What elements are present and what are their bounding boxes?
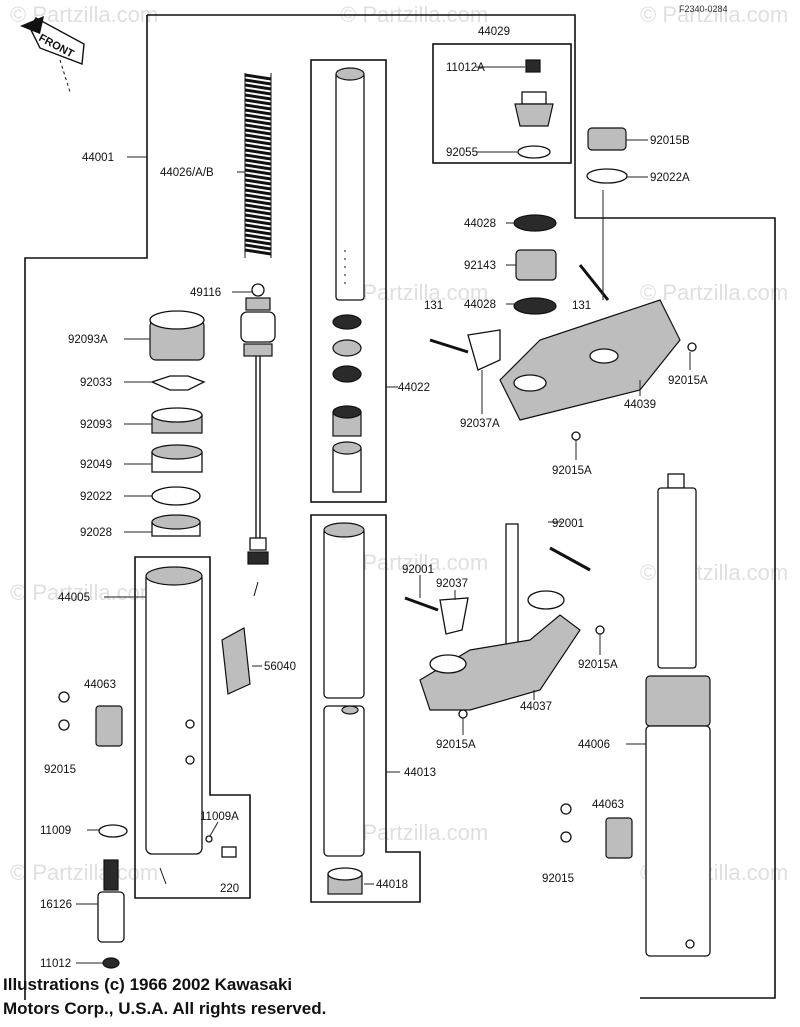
callout-92001-left: 92001 [402, 564, 434, 576]
callout-11012A: 11012A [446, 62, 485, 74]
caution-label [221, 627, 251, 695]
cap-bolt [514, 59, 554, 159]
callout-44026: 44026/A/B [160, 167, 214, 179]
callout-92015B: 92015B [650, 135, 690, 147]
callout-92037A: 92037A [460, 418, 500, 430]
leader-lines [76, 66, 691, 964]
callout-44022: 44022 [398, 382, 430, 394]
outer-tube [323, 522, 365, 895]
callout-44039: 44039 [624, 399, 656, 411]
callout-131-right: 131 [572, 300, 591, 312]
fork-assembly-border-left [24, 15, 148, 1000]
callout-44037: 44037 [520, 701, 552, 713]
right-fork-tube [560, 473, 711, 957]
watermark: © Partzilla.com [640, 2, 788, 27]
lower-bracket [404, 523, 605, 719]
callout-92015-left: 92015 [44, 764, 76, 776]
bottom-case [145, 566, 203, 885]
callout-44029: 44029 [478, 26, 510, 38]
callout-44006: 44006 [578, 739, 610, 751]
callout-44013: 44013 [404, 767, 436, 779]
callout-92093: 92093 [80, 419, 112, 431]
callout-92022: 92022 [80, 491, 112, 503]
fork-assembly-border [147, 14, 776, 999]
drain-bolt-parts [58, 691, 237, 969]
callout-92037: 92037 [436, 578, 468, 590]
callout-92033: 92033 [80, 377, 112, 389]
watermark: © Partzilla.com [640, 280, 788, 305]
callout-92022A: 92022A [650, 172, 690, 184]
watermark: © Partzilla.com [10, 860, 158, 885]
callout-16126: 16126 [40, 899, 72, 911]
callout-92143: 92143 [464, 260, 496, 272]
callout-11009A: 11009A [200, 811, 239, 823]
damper-rod [240, 283, 276, 597]
callout-44018: 44018 [376, 879, 408, 891]
callout-11012: 11012 [40, 958, 71, 970]
part-callouts: 44001 44026/A/B 49116 92093A 92033 92093… [40, 26, 708, 970]
watermark: © Partzilla.com [340, 820, 488, 845]
inner-tube [332, 67, 365, 493]
callout-49116: 49116 [190, 287, 221, 299]
copyright-line-1: Illustrations (c) 1966 2002 Kawasaki [3, 975, 293, 994]
callout-44063-right: 44063 [592, 799, 624, 811]
watermark: © Partzilla.com [340, 280, 488, 305]
callout-92093A: 92093A [68, 334, 108, 346]
outer-tube-box [310, 514, 421, 903]
callout-92015-right: 92015 [542, 873, 574, 885]
watermark-layer: © Partzilla.com © Partzilla.com © Partzi… [10, 2, 788, 885]
figure-code: F2340-0284 [679, 4, 728, 14]
fork-spring [244, 73, 272, 258]
callout-220: 220 [220, 883, 239, 895]
callout-44063-left: 44063 [84, 679, 116, 691]
copyright-notice: Illustrations (c) 1966 2002 Kawasaki Mot… [3, 973, 326, 1021]
seal-stack [149, 310, 206, 537]
front-arrow: FRONT [20, 16, 85, 93]
callout-44028-upper: 44028 [464, 218, 496, 230]
stem-nut-parts [513, 127, 628, 315]
callout-92049: 92049 [80, 459, 112, 471]
callout-44028-lower: 44028 [464, 299, 496, 311]
copyright-line-2: Motors Corp., U.S.A. All rights reserved… [3, 999, 327, 1018]
callout-44001: 44001 [82, 152, 114, 164]
cap-bolt-box [432, 43, 572, 164]
callout-56040: 56040 [264, 661, 296, 673]
callout-92015A-lower: 92015A [436, 739, 476, 751]
bottom-case-box [134, 556, 251, 899]
callout-92015A-lower-right: 92015A [578, 659, 618, 671]
callout-92055: 92055 [446, 147, 478, 159]
callout-11009: 11009 [40, 825, 71, 837]
watermark: © Partzilla.com [340, 550, 488, 575]
callout-92015A-upper: 92015A [552, 465, 592, 477]
callout-92028: 92028 [80, 527, 112, 539]
callout-92001-right: 92001 [552, 518, 584, 530]
watermark: © Partzilla.com [10, 580, 158, 605]
inner-tube-box [310, 59, 387, 503]
callout-131-left: 131 [424, 300, 443, 312]
callout-92015A-upper-right: 92015A [668, 375, 708, 387]
callout-44005: 44005 [58, 592, 90, 604]
